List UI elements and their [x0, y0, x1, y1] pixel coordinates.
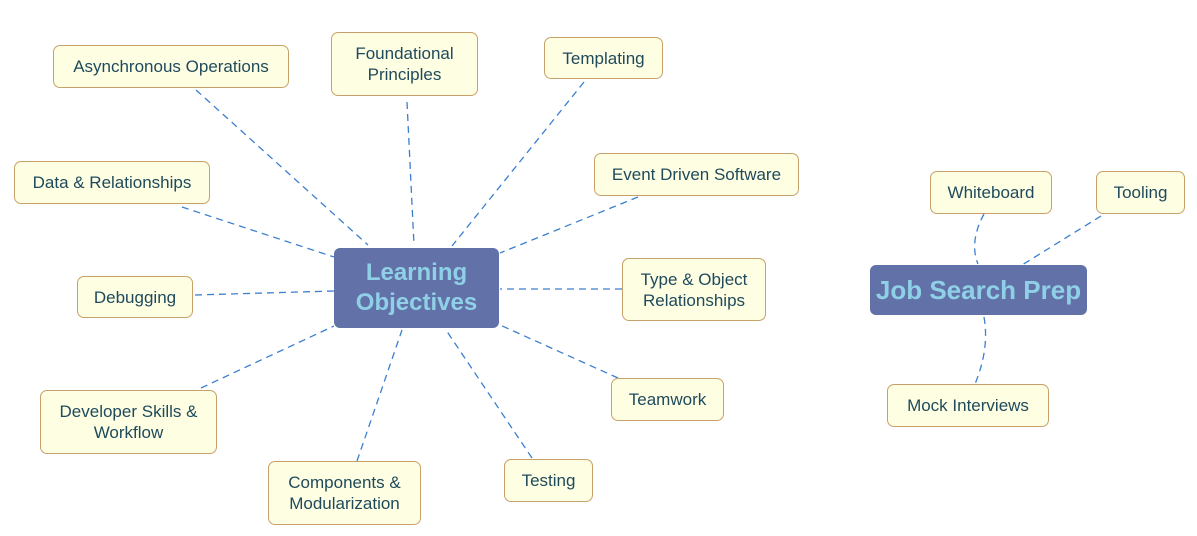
node-mock-interviews[interactable]: Mock Interviews [887, 384, 1049, 427]
hub-job-search-prep[interactable]: Job Search Prep [870, 265, 1087, 315]
node-developer-skills-workflow[interactable]: Developer Skills & Workflow [40, 390, 217, 454]
hub-learning-objectives[interactable]: Learning Objectives [334, 248, 499, 328]
link-testing [445, 329, 533, 459]
link-foundational [406, 101, 415, 246]
node-type-object-relationships[interactable]: Type & Object Relationships [622, 258, 766, 321]
link-event [499, 196, 639, 254]
link-debugging [194, 290, 335, 296]
link-templating [451, 81, 585, 247]
link-whiteboard [973, 213, 985, 265]
node-asynchronous-operations[interactable]: Asynchronous Operations [53, 45, 289, 88]
node-templating[interactable]: Templating [544, 37, 663, 79]
link-mock [974, 316, 987, 385]
node-testing[interactable]: Testing [504, 459, 593, 502]
node-data-relationships[interactable]: Data & Relationships [14, 161, 210, 204]
node-debugging[interactable]: Debugging [77, 276, 193, 318]
link-teamwork [499, 324, 619, 379]
node-event-driven-software[interactable]: Event Driven Software [594, 153, 799, 196]
link-components [356, 329, 403, 462]
link-developer [200, 325, 335, 389]
node-whiteboard[interactable]: Whiteboard [930, 171, 1052, 214]
link-data [181, 206, 335, 258]
node-teamwork[interactable]: Teamwork [611, 378, 724, 421]
link-tooling [1021, 215, 1102, 266]
node-components-modularization[interactable]: Components & Modularization [268, 461, 421, 525]
link-async [195, 89, 369, 246]
node-tooling[interactable]: Tooling [1096, 171, 1185, 214]
node-foundational-principles[interactable]: Foundational Principles [331, 32, 478, 96]
